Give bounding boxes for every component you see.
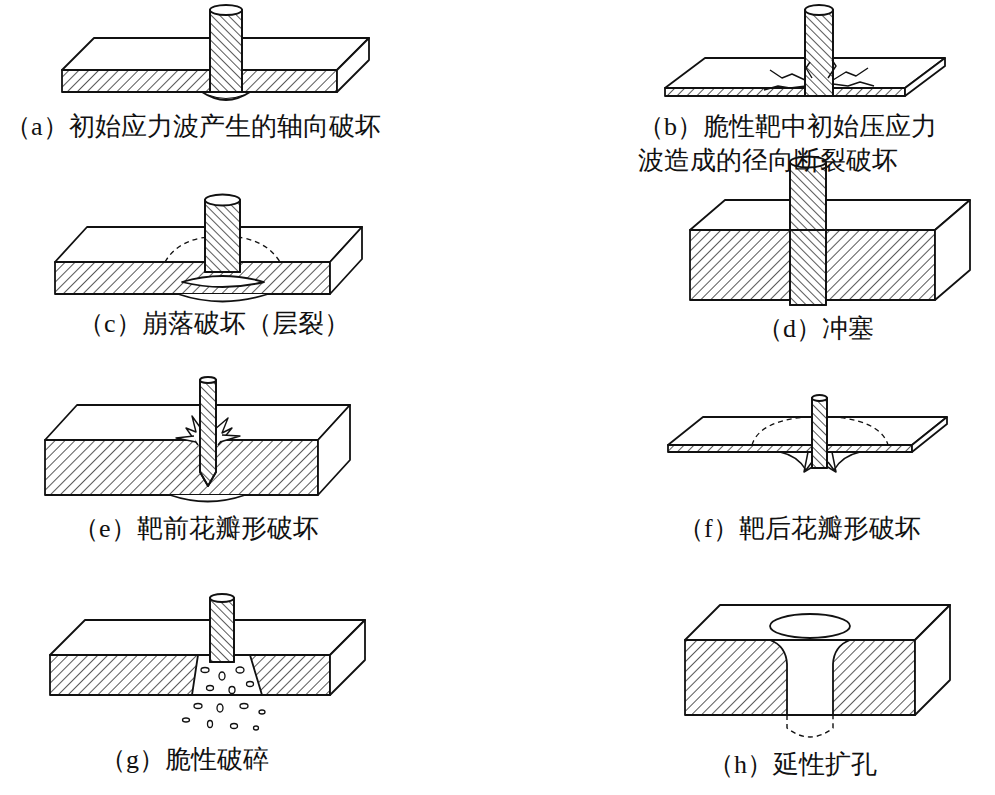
rear-petal-figure	[812, 398, 827, 468]
radial-fracture-figure	[805, 10, 833, 96]
axial-failure-figure	[62, 70, 337, 92]
radial-fracture-figure	[833, 82, 874, 86]
brittle-fragmentation-figure	[247, 682, 254, 687]
brittle-fragmentation-figure	[229, 687, 235, 694]
ductile-hole-figure	[787, 715, 833, 737]
brittle-fragmentation-figure	[236, 667, 244, 673]
front-petal-figure	[200, 377, 216, 383]
radial-fracture-figure	[905, 58, 945, 96]
spall-figure	[205, 200, 240, 272]
ductile-hole-figure	[915, 605, 950, 715]
spall-figure	[330, 227, 362, 294]
ductile-hole-figure	[685, 640, 915, 715]
plugging-figure	[790, 162, 826, 305]
ductile-hole-figure	[685, 605, 950, 737]
radial-fracture-figure	[833, 68, 868, 80]
front-petal-figure	[176, 436, 196, 442]
brittle-fragmentation-figure	[201, 668, 209, 673]
figure-caption: （a）初始应力波产生的轴向破坏	[5, 110, 381, 144]
radial-fracture-figure	[805, 10, 833, 96]
figure-caption: （c）崩落破坏（层裂）	[78, 307, 350, 341]
front-petal-figure	[318, 405, 350, 495]
ductile-hole-figure	[770, 640, 850, 715]
rear-petal-figure	[668, 445, 912, 452]
axial-failure-figure	[62, 5, 369, 100]
spall-figure	[205, 200, 240, 272]
brittle-fragmentation-figure	[219, 672, 225, 680]
brittle-fragmentation-figure	[50, 620, 365, 655]
brittle-fragmentation-figure	[240, 704, 248, 709]
rear-petal-figure	[812, 398, 827, 468]
brittle-fragmentation-figure	[208, 721, 213, 728]
axial-failure-figure	[202, 92, 250, 100]
brittle-fragmentation-figure	[231, 724, 238, 729]
brittle-fragmentation-figure	[210, 594, 234, 602]
brittle-fragmentation-figure	[210, 598, 234, 662]
figure-caption: （d）冲塞	[757, 312, 874, 346]
figure-caption: （f）靶后花瓣形破坏	[678, 512, 921, 546]
axial-failure-figure	[210, 10, 242, 92]
figure-caption: （g）脆性破碎	[100, 743, 269, 777]
rear-petal-figure	[912, 417, 947, 452]
plugging-figure	[690, 157, 970, 306]
radial-fracture-figure	[770, 70, 805, 80]
figure-caption: （b）脆性靶中初始压应力波造成的径向断裂破坏	[638, 110, 950, 178]
radial-fracture-figure	[806, 62, 812, 78]
brittle-fragmentation-figure	[50, 655, 330, 695]
axial-failure-figure	[337, 38, 369, 92]
ductile-hole-figure	[685, 605, 950, 640]
axial-failure-figure	[208, 95, 244, 99]
plugging-figure	[790, 162, 826, 305]
front-petal-figure	[45, 377, 350, 502]
front-petal-figure	[220, 435, 240, 442]
axial-failure-figure	[210, 10, 242, 92]
brittle-fragmentation-figure	[210, 598, 234, 662]
front-petal-figure	[45, 440, 318, 495]
rear-petal-figure	[668, 417, 947, 445]
brittle-fragmentation-figure	[259, 710, 265, 714]
spall-figure	[55, 195, 362, 302]
front-petal-figure	[200, 380, 216, 486]
plugging-figure	[690, 200, 970, 230]
spall-figure	[205, 195, 240, 206]
brittle-fragmentation-figure	[194, 704, 202, 709]
brittle-fragmentation-figure	[183, 718, 190, 722]
brittle-fragmentation-figure	[50, 594, 365, 730]
axial-failure-figure	[210, 5, 242, 15]
brittle-fragmentation-figure	[254, 726, 259, 730]
brittle-fragmentation-figure	[217, 704, 223, 712]
front-petal-figure	[200, 380, 216, 486]
figure-caption: （e）靶前花瓣形破坏	[73, 512, 319, 546]
brittle-fragmentation-figure	[183, 667, 266, 730]
rear-petal-figure	[668, 395, 947, 472]
front-petal-figure	[170, 495, 245, 502]
spall-figure	[182, 276, 264, 287]
figure-caption: （h）延性扩孔	[708, 748, 877, 782]
radial-fracture-figure	[764, 86, 806, 90]
radial-fracture-figure	[665, 5, 945, 96]
brittle-fragmentation-figure	[330, 620, 365, 695]
rear-petal-figure	[812, 395, 827, 401]
radial-fracture-figure	[828, 60, 836, 78]
plugging-figure	[790, 229, 826, 231]
brittle-fragmentation-figure	[207, 686, 214, 691]
spall-figure	[178, 294, 268, 302]
spall-figure	[55, 262, 330, 294]
ductile-hole-figure	[770, 614, 850, 638]
radial-fracture-figure	[665, 88, 905, 96]
radial-fracture-figure	[805, 5, 833, 15]
plugging-figure	[935, 200, 970, 300]
